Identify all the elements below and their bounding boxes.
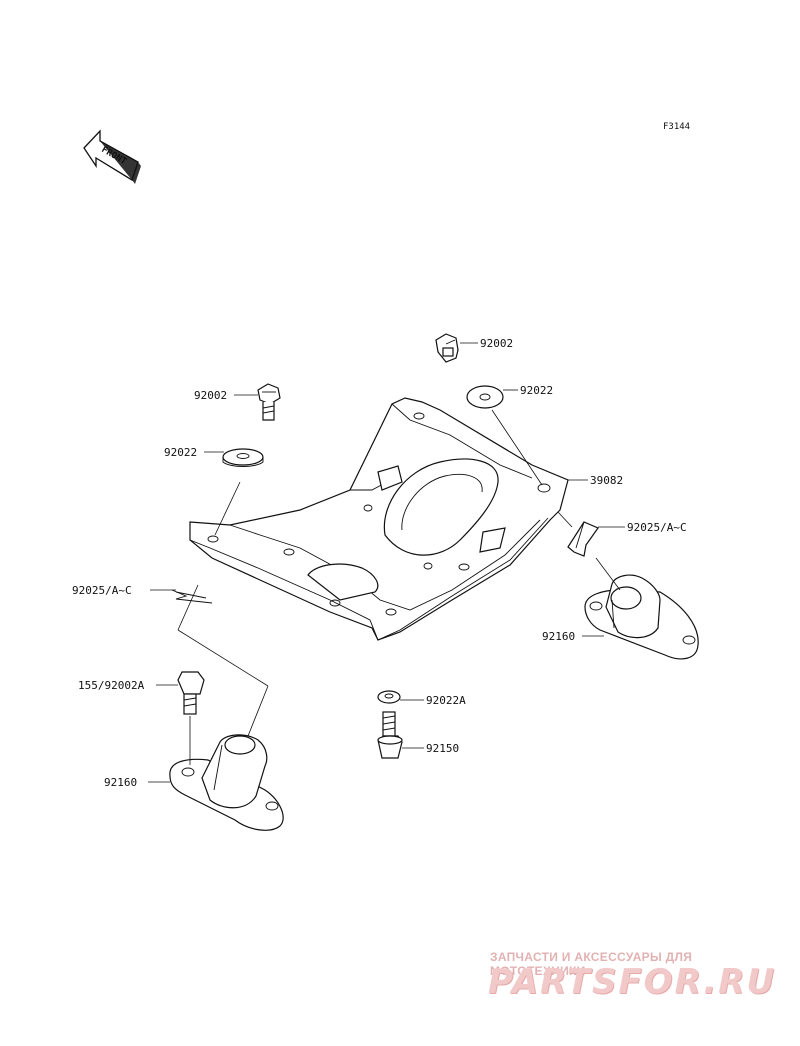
watermark-caption: ЗАПЧАСТИ И АКСЕССУАРЫ ДЛЯ МОТОТЕХНИКИ xyxy=(490,950,693,978)
callout-92160-left: 92160 xyxy=(104,776,137,789)
watermark-logo: PARTSFOR.RU xyxy=(488,962,777,1002)
callout-155-92002a: 155/92002A xyxy=(78,679,145,692)
engine-mount-92160-left xyxy=(169,734,284,831)
clip-92025-left xyxy=(171,589,213,604)
callout-92002-top-right: 92002 xyxy=(480,337,513,350)
bolt-92002-top xyxy=(435,333,459,363)
callout-92022a: 92022A xyxy=(426,694,466,707)
washer-92022-left xyxy=(222,448,264,467)
callout-92025-left: 92025/A~C xyxy=(72,584,132,597)
clip-92025-right xyxy=(567,521,599,557)
callout-92002-left: 92002 xyxy=(194,389,227,402)
callout-92022-left: 92022 xyxy=(164,446,197,459)
washer-92022-top xyxy=(466,385,504,409)
leader-lines xyxy=(148,342,625,783)
callout-92025-right: 92025/A~C xyxy=(627,521,687,534)
figure-code: F3144 xyxy=(663,122,690,132)
assembly-lines xyxy=(177,409,621,765)
front-direction-arrow-icon: FRONT xyxy=(83,129,141,184)
callout-39082: 39082 xyxy=(590,474,623,487)
bolt-92002-left xyxy=(257,383,281,421)
washer-92022a xyxy=(377,690,401,704)
bolt-155-92002a xyxy=(177,671,205,715)
bolt-92150 xyxy=(377,711,403,759)
skid-plate-39082 xyxy=(189,397,569,641)
callout-92022-top-right: 92022 xyxy=(520,384,553,397)
callout-92150: 92150 xyxy=(426,742,459,755)
callout-92160-right: 92160 xyxy=(542,630,575,643)
engine-mount-92160-right xyxy=(584,574,699,660)
